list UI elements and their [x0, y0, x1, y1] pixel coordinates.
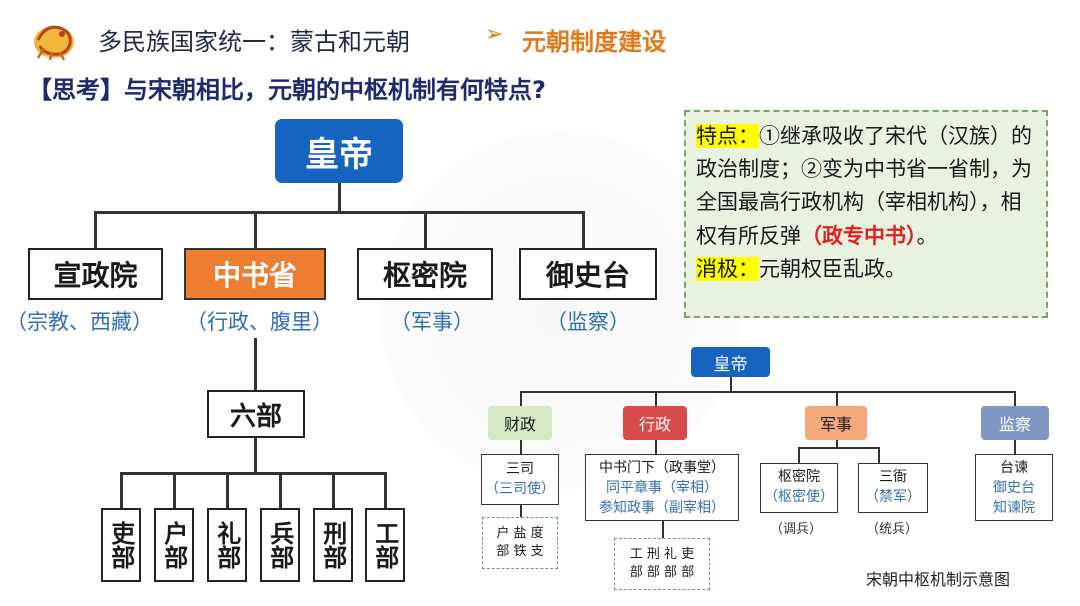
header-arrow-icon: ➢	[485, 22, 504, 47]
panel-label-negative: 消极：	[696, 257, 759, 281]
panel-highlight: （政专中书）	[801, 223, 917, 248]
question-text: 【思考】与宋朝相比，元朝的中枢机制有何特点?	[28, 76, 546, 104]
connector-line	[279, 472, 282, 508]
shumiyuan-note: （军事）	[390, 310, 474, 334]
song-connector-line	[1014, 440, 1016, 454]
song-diagram-caption: 宋朝中枢机制示意图	[866, 570, 1011, 589]
connector-line	[173, 472, 176, 508]
connector-line	[254, 211, 257, 248]
connector-line	[94, 211, 97, 248]
song-connector-line	[520, 505, 522, 517]
connector-line	[120, 472, 123, 508]
song-zhongshu-line2: 参知政事（副宰相）	[599, 500, 725, 516]
song-connector-line	[662, 521, 664, 538]
connector-line	[582, 211, 585, 248]
header-subtitle: 元朝制度建设	[522, 28, 666, 56]
song-connector-line	[798, 447, 800, 463]
connector-line	[120, 472, 386, 475]
song-zhongshu-line1: 同平章事（宰相）	[606, 480, 718, 496]
yushitai-note: （监察）	[546, 310, 630, 334]
dept-box-lii: 礼部	[207, 508, 247, 582]
shumiyuan-box: 枢密院	[357, 248, 493, 300]
song-sansi-sub: （三司使）	[485, 481, 555, 497]
dept-box-hu: 户部	[154, 508, 194, 582]
song-connector-line	[520, 391, 1015, 393]
connector-line	[338, 183, 341, 213]
xuanzhengyuan-note: （宗教、西藏）	[6, 310, 153, 334]
song-connector-line	[836, 391, 838, 406]
panel-text-negative: 元朝权臣乱政。	[759, 257, 906, 281]
song-zhongshu-title: 中书门下（政事堂）	[599, 460, 725, 476]
connector-line	[226, 472, 229, 508]
connector-line	[94, 211, 584, 214]
xuanzhengyuan-box: 宣政院	[28, 248, 163, 300]
song-category-finance: 财政	[488, 406, 552, 440]
zhongshusheng-note: （行政、腹里）	[186, 310, 333, 334]
song-sansi-children: 户 盐 度 部 铁 支	[482, 517, 558, 569]
song-connector-line	[520, 391, 522, 406]
song-category-admin: 行政	[623, 406, 687, 440]
characteristics-panel: 特点：①继承吸收了宋代（汉族）的政治制度；②变为中书省一省制，为全国最高行政机构…	[684, 110, 1048, 318]
song-shumi-title: 枢密院	[778, 469, 820, 485]
panel-text-features: ①继承吸收了宋代（汉族）的政治制度；②变为中书省一省制，为全国最高行政机构（宰相…	[696, 124, 1032, 248]
connector-line	[254, 438, 257, 474]
liubu-box: 六部	[207, 390, 305, 438]
header-title: 多民族国家统一：蒙古和元朝	[98, 28, 410, 56]
connector-line	[332, 472, 335, 508]
song-zhongshu-children: 工 刑 礼 吏 部 部 部 部	[614, 538, 710, 590]
song-shumi-note: （调兵）	[770, 522, 823, 537]
song-category-military: 军事	[805, 406, 867, 440]
yushitai-box: 御史台	[519, 248, 657, 300]
yuan-emperor-box: 皇帝	[275, 119, 403, 183]
zhongshusheng-box: 中书省	[184, 248, 326, 300]
song-sansi-title: 三司	[506, 461, 534, 477]
panel-end: 。	[916, 224, 938, 248]
song-connector-line	[655, 440, 657, 454]
song-sanya-box: 三衙 （禁军）	[858, 463, 928, 513]
connector-line	[254, 338, 257, 390]
song-category-supervision: 监察	[981, 406, 1049, 440]
panel-label-features: 特点：	[696, 124, 759, 148]
song-sanya-sub: （禁军）	[865, 489, 921, 505]
song-connector-line	[520, 440, 522, 454]
song-connector-line	[730, 377, 732, 392]
song-sanya-note: （统兵）	[866, 522, 919, 537]
song-connector-line	[1014, 391, 1016, 406]
connector-line	[384, 472, 387, 508]
song-taijian-line1: 御史台	[993, 480, 1035, 496]
dept-box-xing: 刑部	[313, 508, 353, 582]
song-sansi-box: 三司 （三司使）	[481, 454, 559, 505]
song-shumi-sub: （枢密使）	[764, 489, 834, 505]
song-connector-line	[836, 440, 838, 448]
song-emperor-box: 皇帝	[691, 347, 770, 377]
song-connector-line	[878, 447, 880, 463]
song-sanya-title: 三衙	[879, 469, 907, 485]
connector-line	[424, 211, 427, 248]
dept-box-bing: 兵部	[260, 508, 300, 582]
song-taijian-box: 台谏 御史台 知谏院	[975, 454, 1053, 521]
song-connector-line	[798, 447, 878, 449]
song-taijian-title: 台谏	[1000, 460, 1028, 476]
dept-box-li: 吏部	[101, 508, 141, 582]
song-taijian-line2: 知谏院	[993, 500, 1035, 516]
song-shumi-box: 枢密院 （枢密使）	[760, 463, 838, 513]
dragon-logo-icon	[30, 18, 78, 62]
dept-box-gong: 工部	[365, 508, 405, 582]
song-connector-line	[655, 391, 657, 406]
song-zhongshu-box: 中书门下（政事堂） 同平章事（宰相） 参知政事（副宰相）	[585, 454, 739, 521]
